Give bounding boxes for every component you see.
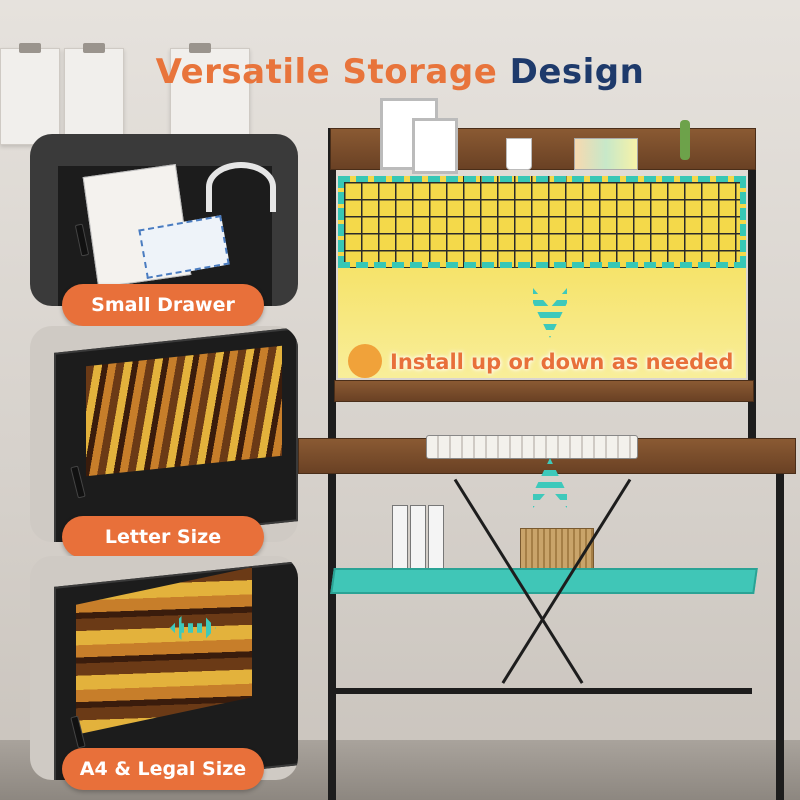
headphones [206, 162, 276, 212]
movable-shelf [334, 380, 754, 402]
paint-palette [574, 138, 638, 170]
lower-shelf [330, 568, 758, 594]
label-small-drawer: Small Drawer [62, 284, 264, 326]
headline-part1: Versatile Storage [155, 52, 498, 92]
headline-part2-text: Design [509, 52, 645, 92]
hutch-right-post [748, 128, 756, 438]
desk-right-leg [776, 462, 784, 800]
headline: Versatile Storage Design [0, 26, 800, 94]
panel-letter-size [30, 326, 298, 542]
headline-part2: Design [509, 50, 659, 94]
pegboard [338, 176, 746, 268]
label-a4-legal: A4 & Legal Size [62, 748, 264, 790]
cactus-plant [680, 120, 690, 160]
install-hint: Install up or down as needed [390, 350, 734, 374]
picture-frame [412, 118, 458, 174]
wall-clipboard [64, 43, 124, 145]
pencil-cup [506, 138, 532, 170]
bell-icon [348, 344, 382, 378]
panel-a4-legal [30, 556, 298, 780]
panel-small-drawer [30, 134, 298, 306]
led-glow [338, 268, 746, 378]
hanging-folders [86, 345, 282, 477]
bottom-rail [332, 688, 752, 694]
wall-clipboard [0, 43, 60, 145]
wall-clipboard [170, 43, 250, 145]
label-letter-size: Letter Size [62, 516, 264, 558]
keyboard [426, 435, 638, 459]
